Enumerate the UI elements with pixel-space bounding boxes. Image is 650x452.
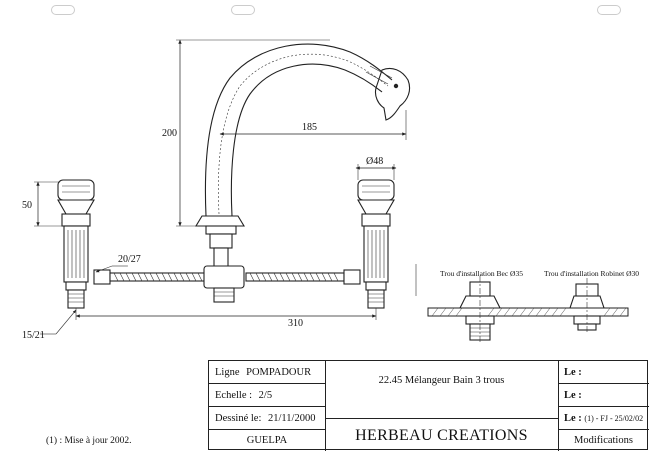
author: GUELPA — [246, 435, 288, 446]
spout-hole-label: Trou d'installation Bec Ø35 — [440, 269, 523, 278]
dimension-handle-height: 50 — [22, 200, 32, 211]
punch-hole-right — [597, 5, 621, 15]
dimension-diameter: Ø48 — [366, 156, 383, 167]
echelle-label: Echelle : — [215, 390, 253, 401]
le-row-2: Le : — [564, 390, 582, 401]
punch-hole-center — [231, 5, 255, 15]
right-valve — [357, 179, 395, 309]
dimension-inlet: 15/21 — [22, 330, 45, 341]
title-block: Ligne POMPADOUR Echelle : 2/5 Dessiné le… — [208, 360, 649, 451]
ligne-label: Ligne — [215, 367, 240, 378]
dessine-value: 21/11/2000 — [268, 413, 316, 424]
dessine-row: Dessiné le: 21/11/2000 — [209, 411, 321, 426]
modifications-label: Modifications — [574, 435, 633, 446]
spout-base — [195, 215, 245, 269]
le-row-3-value: (1) - FJ - 25/02/02 — [584, 414, 644, 423]
echelle-value: 2/5 — [258, 390, 273, 401]
product-name: 22.45 Mélangeur Bain 3 trous — [378, 375, 505, 386]
dimension-reach: 185 — [302, 122, 317, 133]
dessine-label: Dessiné le: — [215, 413, 262, 424]
le-row-3: Le : (1) - FJ - 25/02/02 — [558, 411, 649, 426]
dimension-connector: 20/27 — [118, 254, 141, 265]
ligne-row: Ligne POMPADOUR — [209, 365, 317, 380]
left-valve — [57, 179, 95, 309]
footnote: (1) : Mise à jour 2002. — [46, 436, 132, 446]
punch-hole-left — [51, 5, 75, 15]
echelle-row: Echelle : 2/5 — [209, 388, 278, 403]
brand-name: HERBEAU CREATIONS — [355, 427, 528, 444]
hoses — [93, 265, 361, 303]
le-row-3-label: Le : — [564, 413, 582, 424]
dimension-height: 200 — [162, 128, 177, 139]
dimension-spacing: 310 — [288, 318, 303, 329]
ligne-value: POMPADOUR — [246, 367, 312, 378]
le-row-1: Le : — [564, 367, 582, 378]
spout — [204, 43, 411, 217]
tap-hole-label: Trou d'installation Robinet Ø30 — [544, 269, 639, 278]
installation-detail — [415, 264, 629, 344]
